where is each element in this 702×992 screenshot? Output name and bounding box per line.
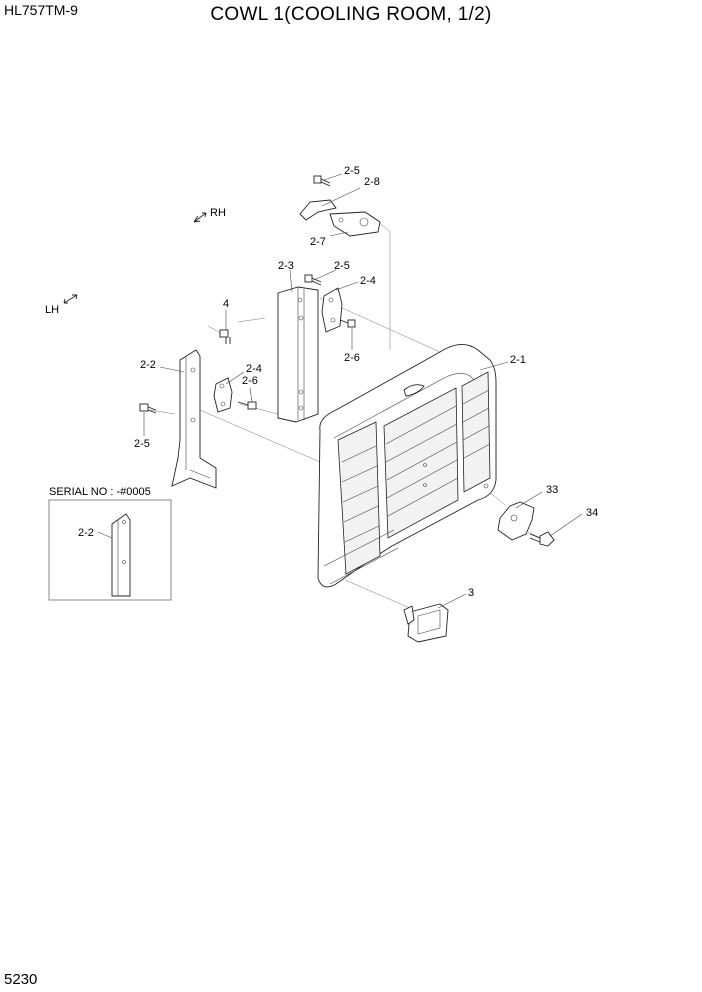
rh-label: RH: [210, 207, 226, 219]
callout-2-1: 2-1: [510, 354, 526, 366]
callout-3: 3: [468, 587, 474, 599]
bolt-2-5-top: [313, 175, 331, 187]
lh-direction-arrow: [63, 294, 78, 304]
bolt-2-6-left: [237, 401, 257, 410]
leader-lines: [143, 173, 583, 609]
callout-2-4-mid: 2-4: [360, 275, 376, 287]
callout-2-7: 2-7: [310, 236, 326, 248]
rh-direction-arrow: [193, 212, 207, 223]
front-grille-2-1: [317, 344, 497, 588]
bolt-2-5-mid: [304, 274, 322, 286]
plate-2-4-mid: [321, 287, 343, 333]
bolt-2-6-mid: [339, 319, 356, 328]
callout-2-6-mid: 2-6: [344, 352, 360, 364]
plate-2-4-left: [213, 377, 233, 413]
callout-2-5-top: 2-5: [344, 165, 360, 177]
callout-34: 34: [586, 507, 598, 519]
callout-2-2: 2-2: [140, 359, 156, 371]
callout-2-5-left: 2-5: [134, 438, 150, 450]
callout-33: 33: [546, 484, 558, 496]
callout-4: 4: [223, 298, 229, 310]
bolt-4: [219, 329, 231, 344]
lh-label: LH: [45, 304, 59, 316]
page-number: 5230: [4, 971, 38, 988]
inset-bracket-2-2: [97, 513, 131, 597]
inset-caption: SERIAL NO : -#0005: [49, 486, 151, 498]
model-code: HL757TM-9: [4, 2, 78, 18]
top-bracket-2-8: [299, 199, 381, 237]
callout-2-5-mid: 2-5: [334, 260, 350, 272]
callout-2-6-left: 2-6: [242, 375, 258, 387]
latch-3: [403, 603, 449, 643]
serial-inset-box: [48, 499, 172, 601]
left-bracket-2-2: [171, 349, 217, 489]
vertical-bracket-2-3: [277, 286, 319, 423]
plate-33: [497, 501, 535, 541]
bolt-2-5-left: [139, 403, 157, 414]
bolt-34: [529, 531, 555, 547]
callout-2-4-left: 2-4: [246, 363, 262, 375]
page-title: COWL 1(COOLING ROOM, 1/2): [210, 4, 492, 25]
callout-2-3: 2-3: [278, 260, 294, 272]
callout-2-8: 2-8: [364, 176, 380, 188]
inset-part-label: 2-2: [78, 527, 94, 539]
